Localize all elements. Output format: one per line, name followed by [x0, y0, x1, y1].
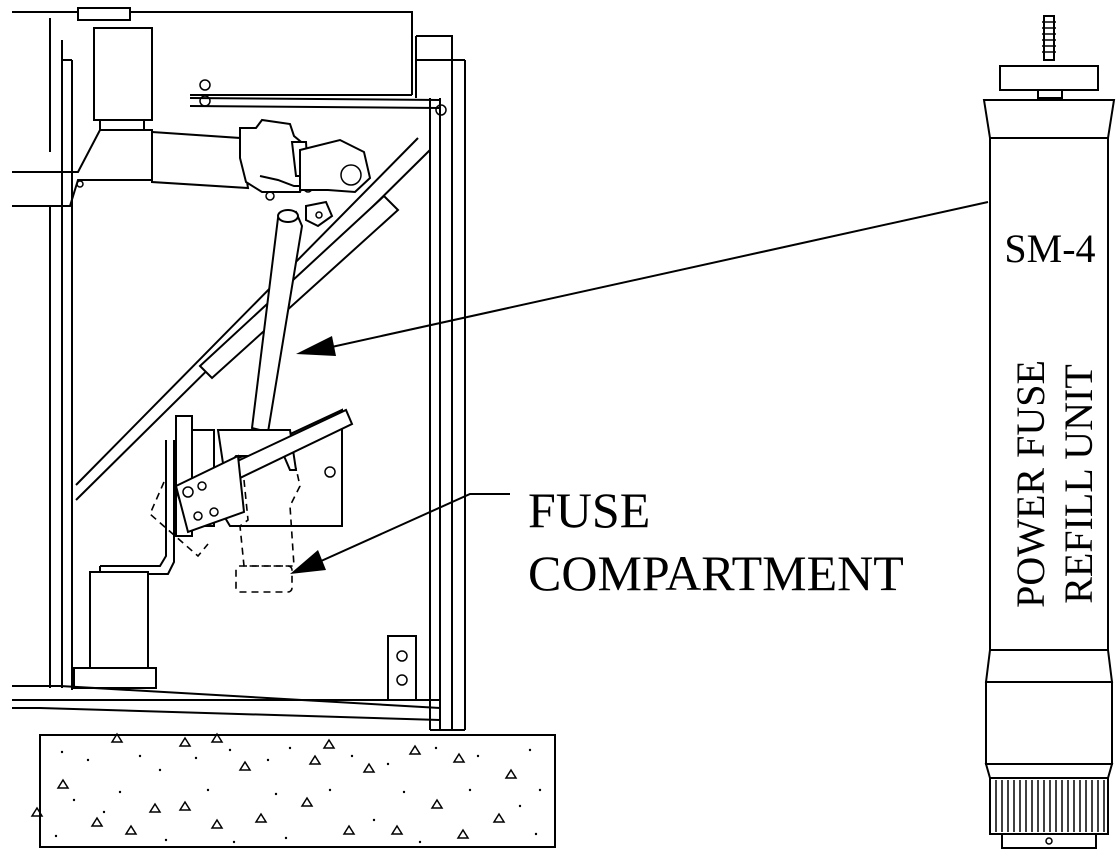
fuse-compartment-label-line2: COMPARTMENT	[528, 545, 904, 601]
refill-name-label-line2: REFILL UNIT	[1056, 364, 1101, 604]
refill-name-label-line1: POWER FUSE	[1008, 360, 1053, 608]
fuse-compartment-label-line1: FUSE	[528, 482, 650, 538]
leader-fuse-compartment	[290, 493, 510, 574]
leader-refill-to-tube	[296, 201, 989, 356]
sm4-refill-unit	[982, 15, 1116, 849]
concrete-pad	[30, 732, 556, 848]
switchgear-cabinet	[12, 7, 466, 731]
refill-model-label: SM-4	[1004, 226, 1095, 271]
